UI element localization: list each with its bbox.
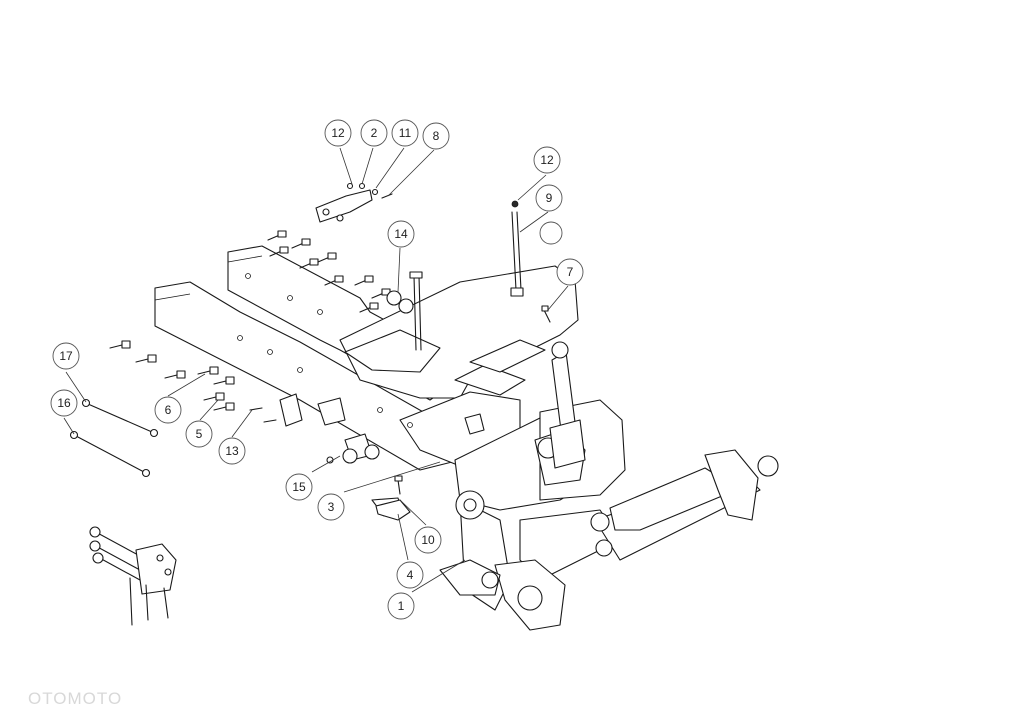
callout-label: 2 (371, 126, 378, 140)
callout-label: 1 (398, 599, 405, 613)
callout-8: 8 (422, 122, 450, 150)
callout-16: 16 (50, 389, 78, 417)
callout-2: 2 (360, 119, 388, 147)
callout-label: 5 (196, 427, 203, 441)
callout-13: 13 (218, 437, 246, 465)
callout-15: 15 (285, 473, 313, 501)
callout-17: 17 (52, 342, 80, 370)
callout-10: 10 (414, 526, 442, 554)
hydraulic-valve-assembly (89, 526, 177, 626)
callout-label: 10 (421, 533, 435, 547)
callout-label: 16 (57, 396, 71, 410)
callout-label: 7 (567, 265, 574, 279)
callout-12-top: 12 (324, 119, 352, 147)
callout-5: 5 (185, 420, 213, 448)
bolt-set-upper (267, 230, 391, 313)
callout-label: 15 (292, 480, 306, 494)
long-bolt-14 (386, 271, 423, 351)
small-hardware (326, 305, 551, 521)
callout-12-right: 12 (533, 146, 561, 174)
callout-label: 4 (407, 568, 414, 582)
callout-leaders (63, 147, 569, 593)
callout-blank (539, 221, 563, 245)
callout-label: 6 (165, 403, 172, 417)
callout-label: 9 (546, 191, 553, 205)
callout-label: 11 (399, 126, 412, 140)
top-bracket-assembly (315, 182, 393, 223)
callout-label: 14 (394, 227, 408, 241)
callout-label: 12 (540, 153, 554, 167)
callout-6: 6 (154, 396, 182, 424)
callout-label: 13 (225, 444, 239, 458)
long-bolt-9 (510, 200, 524, 297)
callout-1: 1 (387, 592, 415, 620)
callout-9: 9 (535, 184, 563, 212)
callout-label: 8 (433, 129, 440, 143)
callout-label: 12 (331, 126, 345, 140)
tie-rod-17 (81, 398, 159, 438)
callout-3: 3 (317, 493, 345, 521)
main-frame (154, 245, 779, 631)
callout-4: 4 (396, 561, 424, 589)
callout-label: 3 (328, 500, 335, 514)
callout-14: 14 (387, 220, 415, 248)
tie-rod-16 (69, 430, 151, 478)
callout-label: 17 (59, 349, 73, 363)
callout-7: 7 (556, 258, 584, 286)
callout-11: 11 (391, 119, 419, 147)
watermark-text: OTOMOTO (28, 689, 122, 708)
bolt-set-lower (109, 340, 277, 423)
